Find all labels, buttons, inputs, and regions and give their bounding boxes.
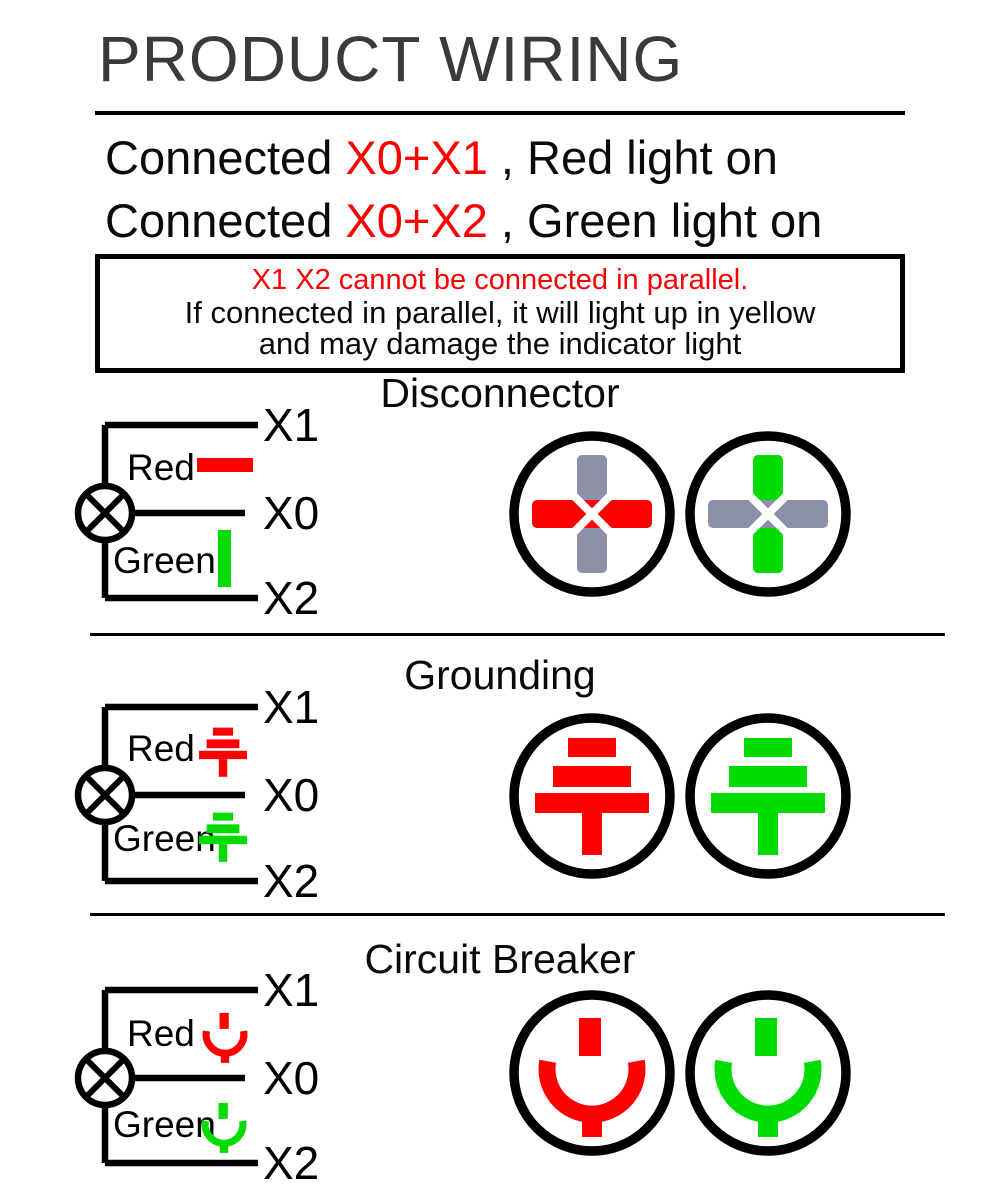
page-title: PRODUCT WIRING bbox=[98, 23, 684, 95]
red-breaker-symbol bbox=[538, 1018, 646, 1137]
title-underline bbox=[95, 111, 905, 115]
red-label: Red bbox=[127, 447, 195, 488]
section-title-disconnector: Disconnector bbox=[380, 370, 620, 416]
terminal-label-x2: X2 bbox=[263, 572, 319, 624]
wire-lines bbox=[101, 703, 258, 885]
red-indicator-lens bbox=[509, 990, 675, 1156]
intro-line-red: Connected X0+X1 , Red light on bbox=[105, 130, 778, 185]
terminal-label-x2: X2 bbox=[263, 855, 319, 907]
green-ground-symbol bbox=[711, 738, 825, 855]
green-ground-symbol-small bbox=[199, 812, 247, 862]
red-label: Red bbox=[127, 1013, 195, 1054]
terminal-label-x1: X1 bbox=[263, 681, 319, 733]
red-ground-symbol bbox=[535, 738, 649, 855]
section-divider bbox=[90, 913, 945, 916]
intro-line-green: Connected X0+X2 , Green light on bbox=[105, 193, 822, 248]
red-label: Red bbox=[127, 728, 195, 769]
warning-line-2: If connected in parallel, it will light … bbox=[184, 295, 816, 330]
intro-prefix: Connected bbox=[105, 131, 346, 184]
green-indicator-lens bbox=[685, 713, 851, 879]
red-breaker-symbol-small bbox=[202, 1012, 248, 1063]
terminal-label-x0: X0 bbox=[263, 487, 319, 539]
terminal-label-x0: X0 bbox=[263, 769, 319, 821]
section-divider bbox=[90, 633, 945, 636]
warning-box: X1 X2 cannot be connected in parallel. I… bbox=[95, 254, 905, 373]
terminal-highlight: X0+X1 bbox=[345, 131, 488, 184]
red-indicator-lens bbox=[509, 713, 675, 879]
section-title-grounding: Grounding bbox=[404, 652, 596, 698]
grounding-diagram: X1 X0 X2 Red Green bbox=[74, 681, 851, 907]
warning-line-3: and may damage the indicator light bbox=[258, 326, 742, 361]
wire-lines bbox=[101, 986, 258, 1167]
green-label: Green bbox=[113, 540, 216, 581]
intro-suffix: , Green light on bbox=[487, 194, 823, 247]
warning-line-1: X1 X2 cannot be connected in parallel. bbox=[251, 264, 749, 296]
green-label: Green bbox=[113, 1104, 216, 1145]
green-indicator-lens bbox=[685, 990, 851, 1156]
terminal-label-x1: X1 bbox=[263, 964, 319, 1016]
lens-ring bbox=[509, 990, 675, 1156]
red-ground-symbol-small bbox=[199, 727, 247, 777]
lamp-cross-icon bbox=[83, 773, 127, 817]
terminal-label-x2: X2 bbox=[263, 1137, 319, 1189]
circuit-breaker-diagram: X1 X0 X2 Red Green bbox=[74, 964, 851, 1189]
red-closed-switch-icon bbox=[197, 458, 253, 472]
red-indicator-lens bbox=[509, 431, 675, 597]
section-title-circuit-breaker: Circuit Breaker bbox=[364, 936, 636, 982]
green-breaker-symbol-small bbox=[201, 1102, 247, 1153]
center-x-cut bbox=[737, 483, 799, 545]
green-indicator-lens bbox=[685, 431, 851, 597]
center-x-cut bbox=[561, 483, 623, 545]
intro-prefix: Connected bbox=[105, 194, 346, 247]
terminal-label-x0: X0 bbox=[263, 1052, 319, 1104]
lamp-cross-icon bbox=[83, 1056, 127, 1100]
wire-lines bbox=[101, 421, 258, 602]
disconnector-diagram: X1 X0 X2 Red Green bbox=[74, 399, 851, 624]
terminal-highlight: X0+X2 bbox=[345, 194, 488, 247]
green-open-switch-icon bbox=[218, 530, 231, 587]
green-label: Green bbox=[113, 818, 216, 859]
terminal-label-x1: X1 bbox=[263, 399, 319, 451]
lens-ring bbox=[685, 990, 851, 1156]
intro-suffix: , Red light on bbox=[487, 131, 778, 184]
lamp-cross-icon bbox=[83, 491, 127, 535]
green-breaker-symbol bbox=[714, 1018, 822, 1137]
